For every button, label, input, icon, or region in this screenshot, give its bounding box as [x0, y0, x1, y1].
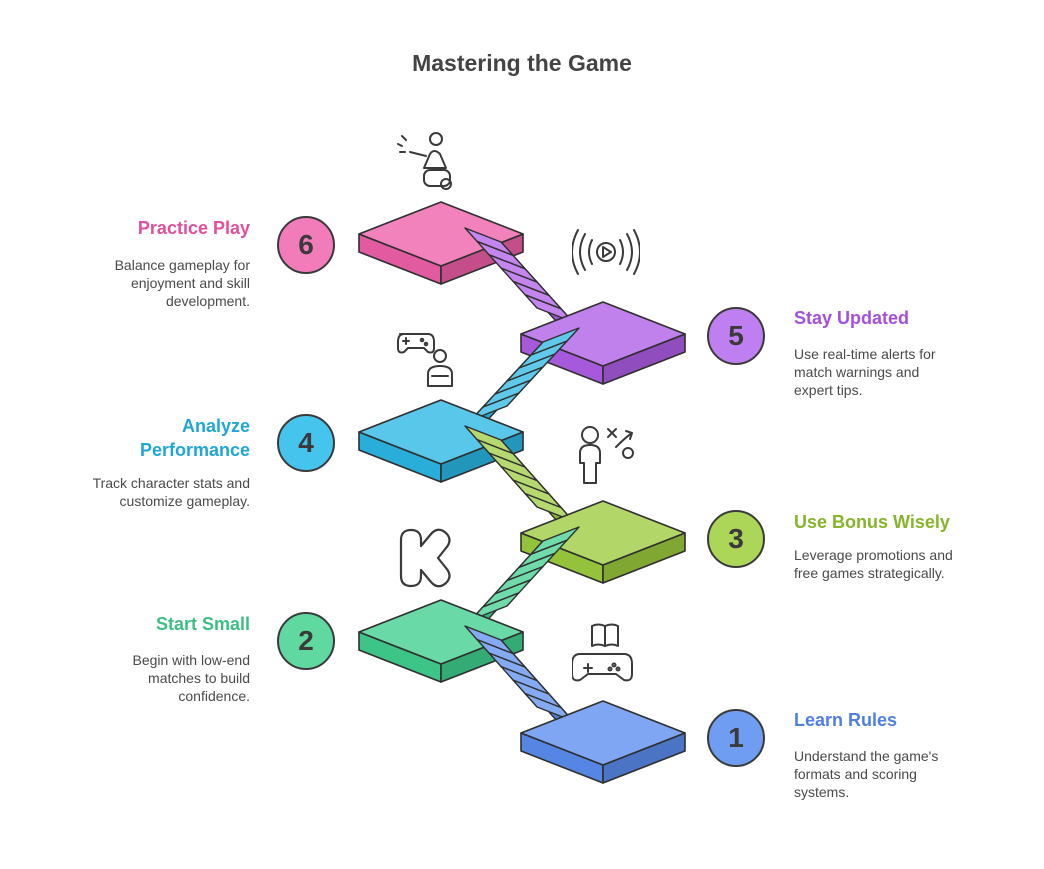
stair-flight-1	[464, 625, 574, 740]
step-2-heading: Start Small	[155, 614, 250, 634]
stair-flight-5	[464, 227, 574, 341]
step-2-number: 2	[298, 625, 314, 656]
platform-1	[520, 700, 686, 784]
stair-flight-2	[470, 526, 580, 639]
stair-step	[464, 227, 514, 257]
stair-step	[464, 625, 514, 655]
step-1-number: 1	[728, 722, 744, 753]
step-5-description: Use real-time alerts for match warnings …	[794, 346, 936, 398]
step-5-heading: Stay Updated	[794, 308, 910, 328]
step-5-number: 5	[728, 320, 744, 351]
platform-top	[358, 399, 524, 465]
stair-step	[464, 425, 514, 455]
platform-top	[520, 301, 686, 367]
platform-top	[520, 700, 686, 766]
step-3-heading: Use Bonus Wisely	[794, 512, 950, 532]
step-6-description: Balance gameplay for enjoyment and skill…	[114, 257, 250, 309]
diagram-title: Mastering the Game	[412, 50, 632, 76]
step-3-badge: 3	[707, 510, 765, 568]
gamepad-book-icon	[572, 622, 642, 688]
step-4-badge: 4	[277, 414, 335, 472]
stair-flight-3	[464, 425, 574, 540]
kickstarter-k-icon	[397, 528, 455, 588]
stair-flight-4	[470, 327, 580, 439]
step-1-description: Understand the game's formats and scorin…	[794, 748, 939, 800]
step-1-heading: Learn Rules	[794, 710, 898, 730]
step-6-number: 6	[298, 229, 314, 260]
platform-top	[358, 599, 524, 665]
live-broadcast-icon	[572, 228, 640, 276]
step-6-badge: 6	[277, 216, 335, 274]
step-3-number: 3	[728, 523, 744, 554]
step-4-description: Track character stats and customize game…	[92, 475, 250, 509]
platform-top	[520, 500, 686, 566]
platform-top	[358, 201, 524, 267]
step-5-badge: 5	[707, 307, 765, 365]
step-1-badge: 1	[707, 709, 765, 767]
gamer-controller-icon	[394, 328, 460, 392]
step-4-number: 4	[298, 427, 314, 458]
step-3-description: Leverage promotions and free games strat…	[794, 547, 953, 581]
stair-step	[530, 526, 580, 555]
stair-step	[530, 327, 580, 356]
step-2-description: Begin with low-end matches to build conf…	[132, 652, 250, 704]
strategy-person-icon	[572, 423, 642, 489]
step-6-heading: Practice Play	[137, 218, 250, 238]
step-2-badge: 2	[277, 612, 335, 670]
step-4-heading: Analyze Performance	[139, 416, 250, 460]
player-wheel-icon	[394, 130, 460, 194]
